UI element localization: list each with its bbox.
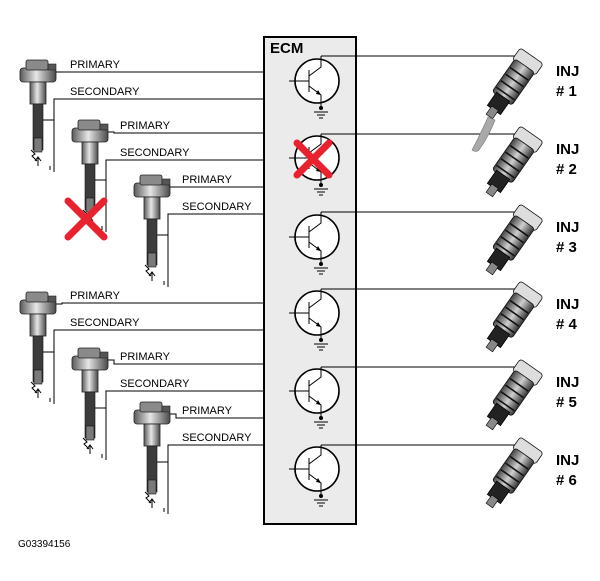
injector-label: INJ (556, 374, 579, 391)
fuel-injectors (471, 48, 543, 509)
secondary-label: SECONDARY (120, 147, 190, 159)
ignition-coil-2 (71, 119, 109, 226)
transistor-3 (289, 213, 340, 275)
primary-wire (56, 302, 264, 305)
transistor-1 (289, 57, 340, 119)
secondary-label: SECONDARY (182, 432, 252, 444)
injector-label: INJ (556, 219, 579, 236)
ignition-coil-3 (133, 174, 171, 281)
wire-labels: PRIMARY SECONDARY PRIMARY SECONDARY PRIMARY S… (70, 59, 579, 489)
injector-number: # 5 (556, 394, 577, 411)
transistor-5 (289, 367, 340, 429)
injector-number: # 1 (556, 83, 577, 100)
secondary-label: SECONDARY (182, 201, 252, 213)
ignition-coil-5 (71, 347, 109, 454)
injector-number: # 2 (556, 161, 577, 178)
injector-label: INJ (556, 296, 579, 313)
injector-2 (485, 126, 543, 198)
primary-label: PRIMARY (70, 290, 121, 302)
primary-wire (170, 413, 264, 419)
injector-label: INJ (556, 452, 579, 469)
ignition-coil-1 (19, 59, 57, 166)
fault-marks (64, 139, 333, 241)
secondary-wire (157, 214, 169, 236)
primary-label: PRIMARY (70, 59, 121, 71)
secondary-label: SECONDARY (70, 317, 140, 329)
secondary-label: SECONDARY (70, 86, 140, 98)
ignition-coil-4 (19, 291, 57, 398)
fuel-spray (471, 116, 496, 152)
injector-number: # 4 (556, 316, 578, 333)
secondary-label: SECONDARY (120, 378, 190, 390)
secondary-wire (95, 391, 107, 409)
injector-4 (485, 281, 543, 353)
primary-label: PRIMARY (182, 405, 233, 417)
injector-number: # 3 (556, 239, 577, 256)
figure-id: G03394156 (18, 539, 71, 550)
primary-label: PRIMARY (182, 174, 233, 186)
transistor-4 (289, 289, 340, 351)
injector-label: INJ (556, 63, 579, 80)
secondary-wire (43, 330, 55, 353)
injector-3 (485, 204, 543, 276)
coil-fault-mark (64, 197, 108, 241)
injector-1 (485, 48, 543, 120)
injector-number: # 6 (556, 472, 577, 489)
ignition-coils (19, 59, 171, 508)
primary-wire (108, 359, 264, 365)
ecm-label: ECM (270, 40, 303, 57)
wiring (43, 55, 520, 514)
primary-label: PRIMARY (120, 120, 171, 132)
primary-wire (108, 131, 264, 134)
injector-5 (485, 359, 543, 431)
secondary-wire (95, 160, 107, 181)
transistor-6 (289, 445, 340, 507)
injector-6 (485, 437, 543, 509)
ignition-coil-6 (133, 401, 171, 508)
injector-label: INJ (556, 141, 579, 158)
secondary-wire (157, 445, 169, 463)
secondary-wire (43, 99, 55, 121)
ecm-box (263, 36, 357, 525)
transistor-fault-mark (293, 139, 333, 179)
primary-label: PRIMARY (120, 351, 171, 363)
